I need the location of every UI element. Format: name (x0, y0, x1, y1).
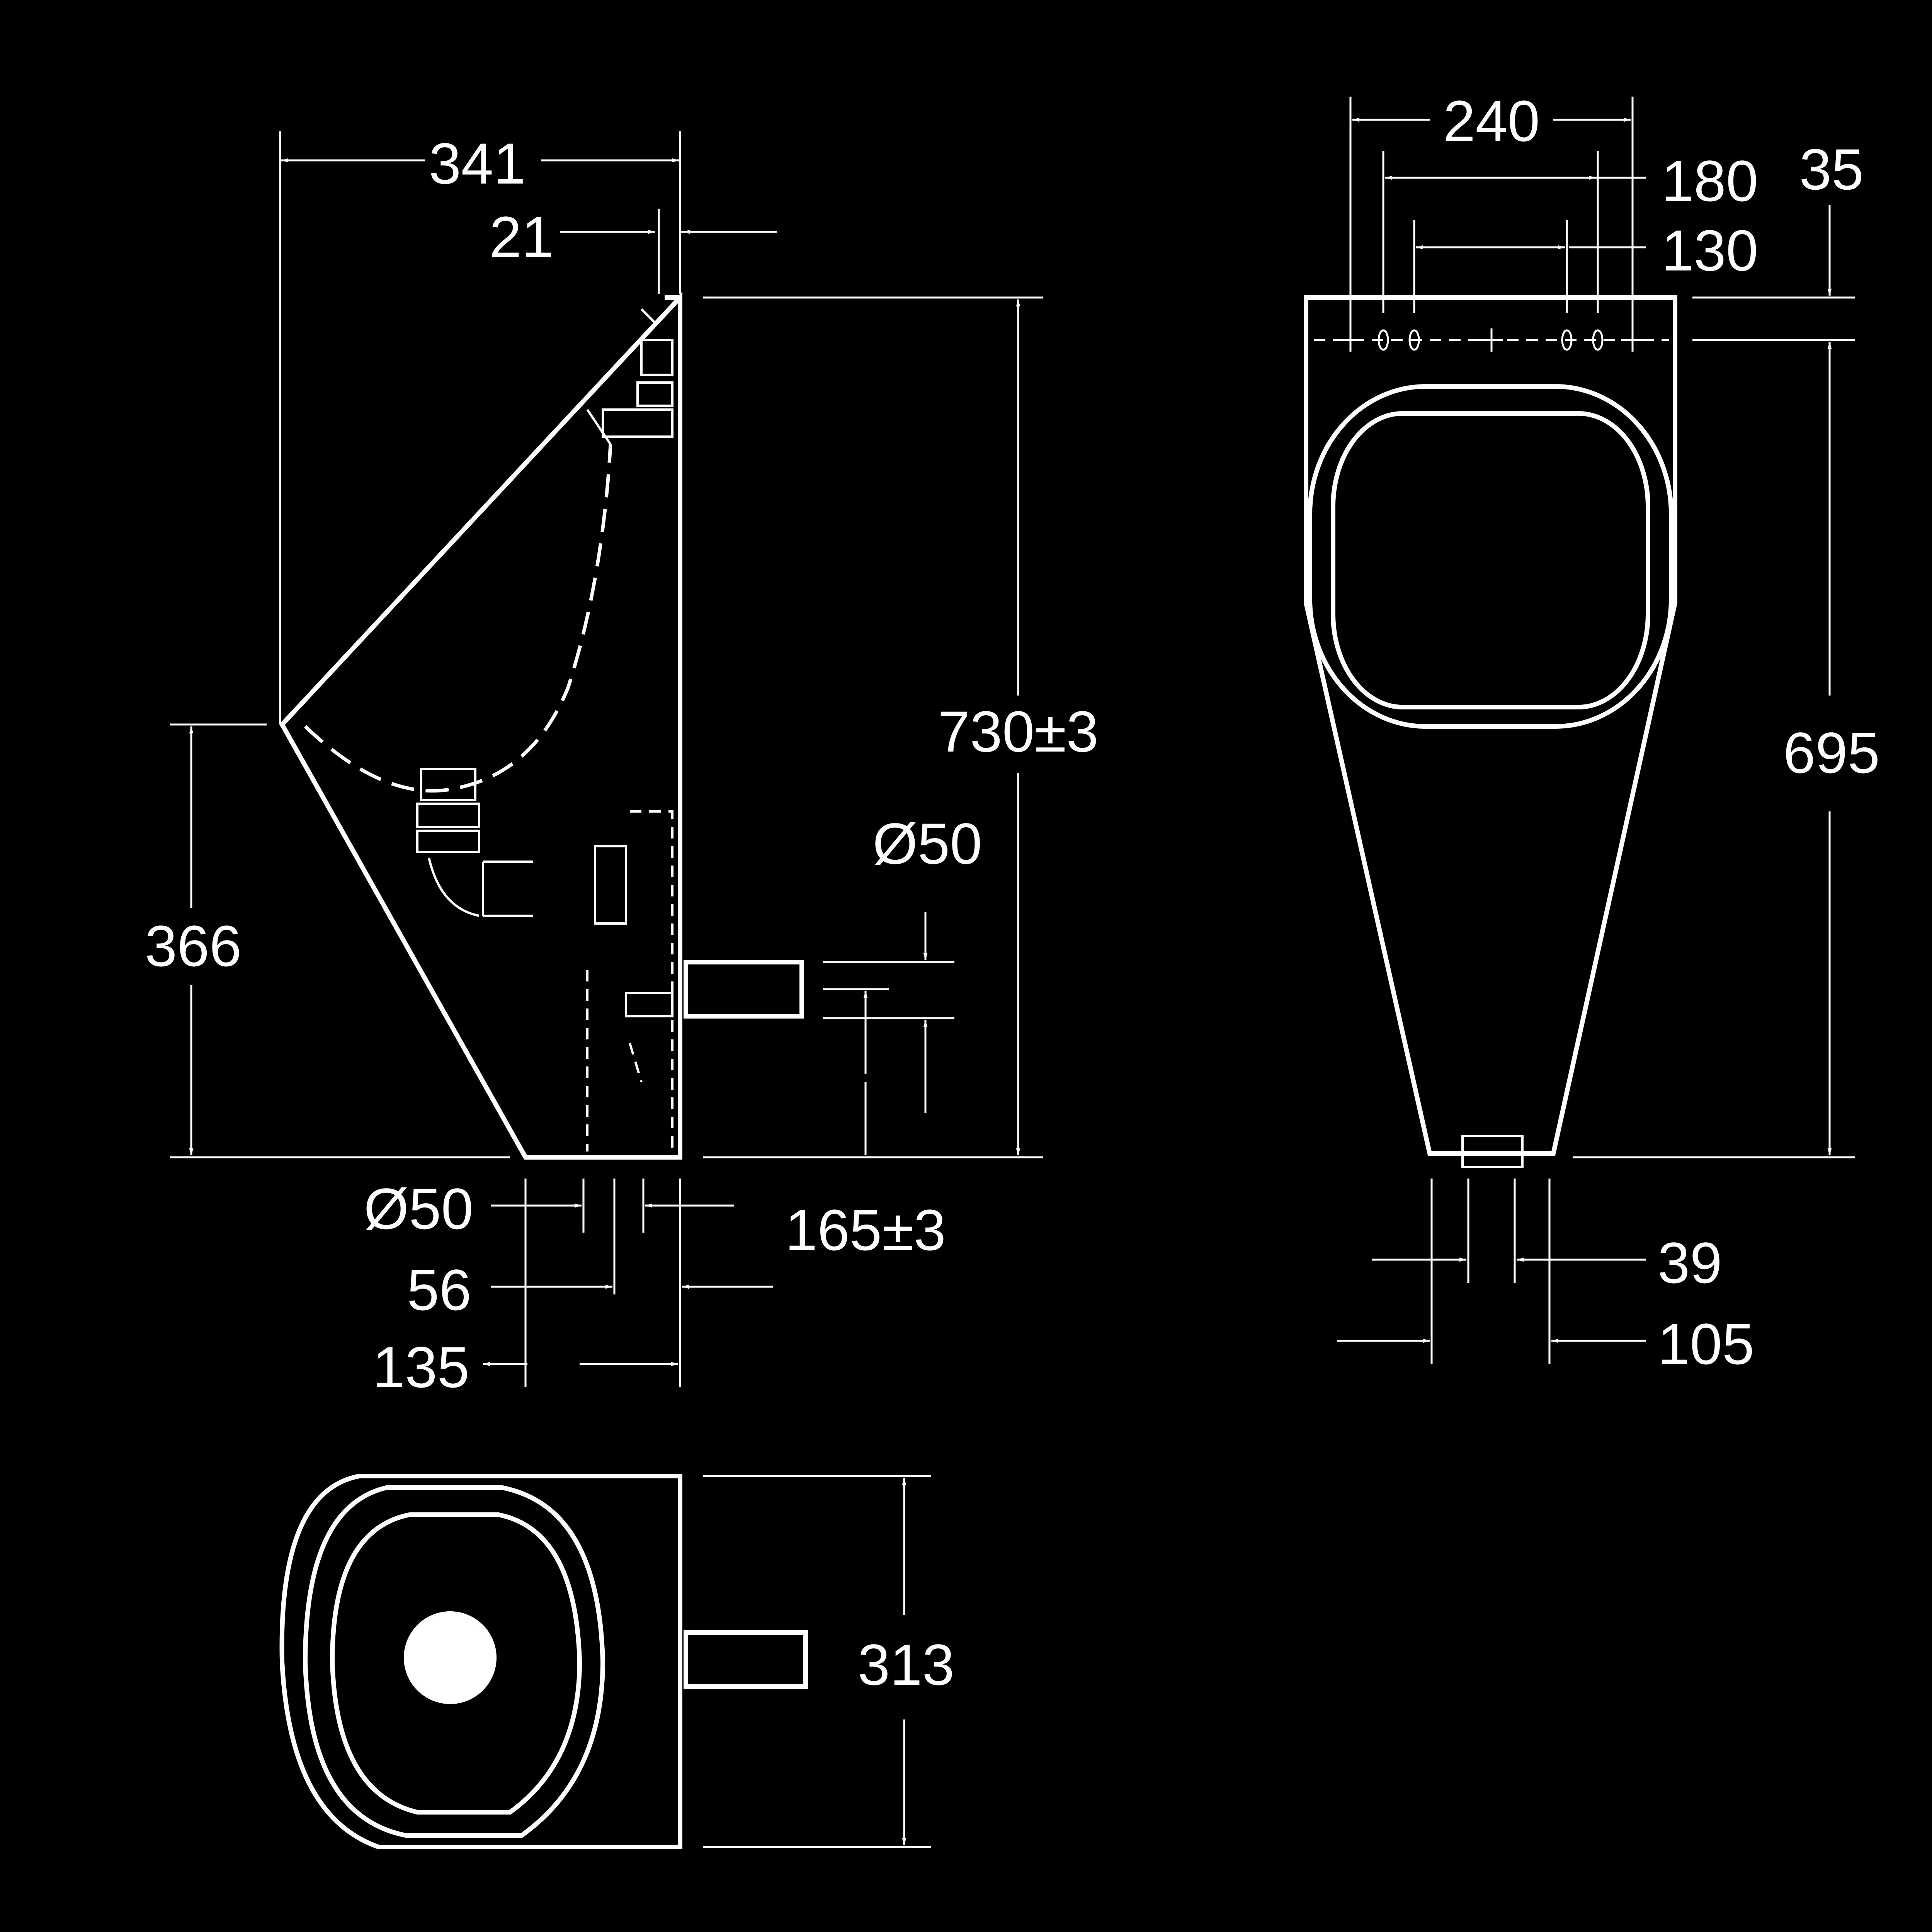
dim-front-fixing-outer: 180 (1662, 148, 1758, 213)
side-valve-fitting (586, 308, 673, 445)
dim-front-base-width: 105 (1658, 1311, 1754, 1376)
front-fixing-holes (1339, 328, 1644, 352)
dim-top-depth: 313 (858, 1632, 954, 1697)
top-body-outline (279, 1474, 682, 1849)
dim-side-bottom-outlet-offset: 56 (407, 1257, 471, 1322)
top-drain (404, 1611, 497, 1704)
top-view: 313 (279, 1474, 954, 1849)
front-bowl-inner (1331, 411, 1650, 709)
top-outlet-pipe (684, 1630, 808, 1689)
top-bowl-outer (303, 1485, 605, 1838)
dim-side-outlet-diameter: Ø50 (872, 811, 982, 876)
side-body-outline (279, 291, 682, 1160)
top-bowl-inner (330, 1512, 582, 1815)
dim-front-height: 695 (1783, 720, 1880, 785)
dim-side-width: 341 (429, 131, 526, 196)
front-outlet (1461, 1135, 1524, 1168)
side-outlet-pipe (684, 960, 804, 1019)
dim-front-width: 240 (1443, 88, 1540, 153)
side-wall-plate (665, 295, 682, 1157)
dim-side-wall-offset: 21 (490, 204, 554, 269)
side-view: 341 21 730±3 366 Ø50 165±3 Ø50 56 135 (145, 131, 1099, 1400)
dim-front-top-offset: 35 (1799, 137, 1864, 202)
dim-side-height: 730±3 (938, 699, 1099, 764)
side-drain-fitting (416, 768, 533, 917)
front-body-outline (1304, 295, 1677, 1156)
dim-side-base-depth: 135 (373, 1335, 469, 1400)
front-bowl-outer (1308, 384, 1673, 729)
dim-front-outlet-width: 39 (1658, 1230, 1722, 1295)
dim-front-fixing-inner: 130 (1662, 218, 1758, 283)
dim-side-bottom-outlet-diameter: Ø50 (364, 1176, 473, 1241)
dim-side-inlet-height: 366 (145, 913, 242, 978)
side-bowl-dashed (304, 444, 612, 793)
front-view: 240 180 130 35 695 39 105 (1304, 88, 1880, 1376)
side-trap (586, 810, 673, 1155)
dim-side-outlet-height: 165±3 (785, 1197, 946, 1262)
